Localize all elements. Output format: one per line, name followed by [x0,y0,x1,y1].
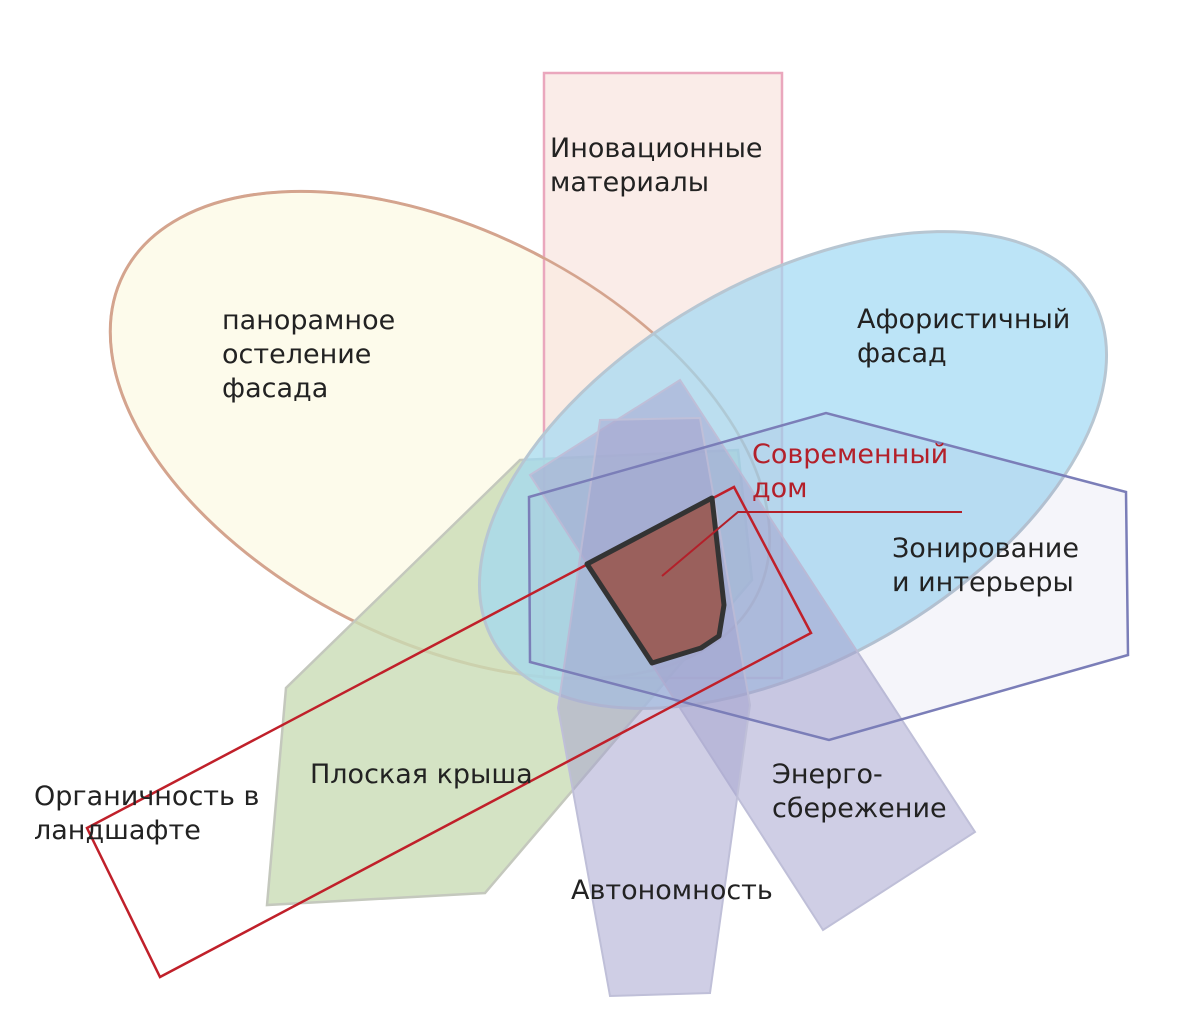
label-flat-roof: Плоская крыша [310,759,533,790]
label-modern-house: Современный дом [752,439,949,504]
label-zoning: Зонирование и интерьеры [892,533,1079,598]
label-autonomy: Автономность [571,875,773,906]
organic-shape [85,485,813,979]
label-materials: Иновационные материалы [550,133,763,198]
label-facade: Афористичный фасад [857,304,1071,369]
leader-line [661,511,962,577]
zoning-shape [527,411,1130,742]
modern-house-core [584,495,727,666]
label-glazing: панорамное остеление фасада [222,305,396,404]
label-energy: Энерго- сбережение [772,759,947,824]
label-organic: Органичность в ландшафте [34,781,260,846]
